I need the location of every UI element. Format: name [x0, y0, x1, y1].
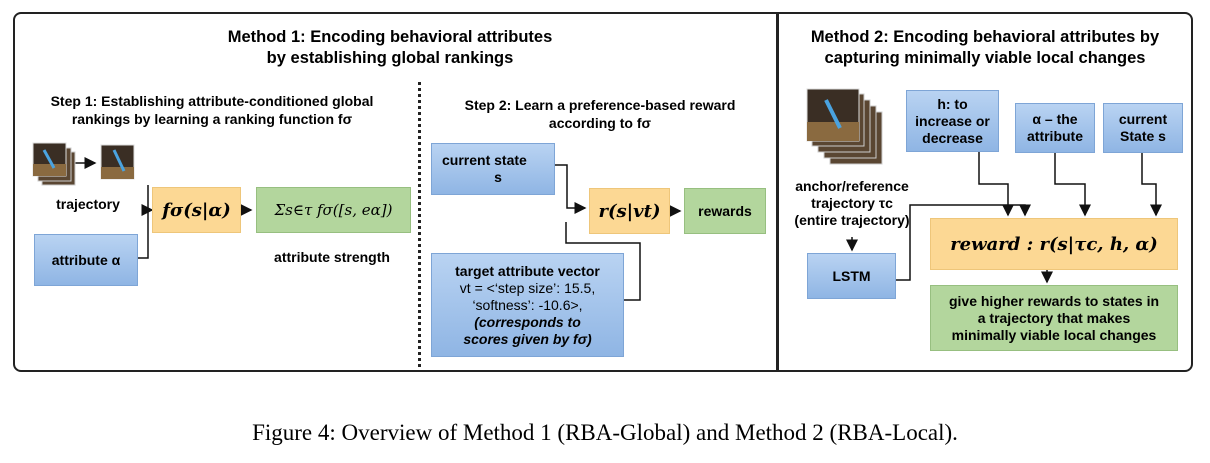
anchor-trajectory-image	[806, 88, 883, 165]
h-direction-box: h: to increase or decrease	[906, 90, 999, 152]
step-divider	[418, 82, 421, 367]
reward-function-box: r(s|vt)	[589, 188, 670, 234]
method-divider	[776, 12, 779, 372]
attribute-strength-label: attribute strength	[274, 249, 390, 265]
trajectory-state-image	[100, 144, 135, 180]
reward-function-box-m2: reward : r(s|τc, h, α)	[930, 218, 1178, 270]
ranking-function-box: fσ(s|α)	[152, 187, 241, 233]
trajectory-label: trajectory	[56, 196, 120, 212]
figure-frame	[13, 12, 1193, 372]
anchor-trajectory-label: anchor/reference trajectory τc (entire t…	[794, 178, 910, 228]
current-state-box: current state s	[431, 143, 555, 195]
figure-caption: Figure 4: Overview of Method 1 (RBA-Glob…	[252, 420, 958, 445]
attribute-alpha-box: α – the attribute	[1015, 103, 1095, 153]
attribute-box: attribute α	[34, 234, 138, 286]
local-changes-reward-box: give higher rewards to states in a traje…	[930, 285, 1178, 351]
trajectory-frames-image	[32, 142, 76, 186]
current-state-box-m2: current State s	[1103, 103, 1183, 153]
attribute-sum-box: Σs∈τ fσ([s, eα])	[256, 187, 411, 233]
method1-title: Method 1: Encoding behavioral attributes…	[227, 28, 553, 67]
target-attribute-box: target attribute vector vt = <‘step size…	[431, 253, 624, 357]
rewards-box: rewards	[684, 188, 766, 234]
lstm-box: LSTM	[807, 253, 896, 299]
step2-title: Step 2: Learn a preference-based reward …	[464, 97, 736, 131]
step1-title: Step 1: Establishing attribute-condition…	[50, 93, 374, 127]
method2-title: Method 2: Encoding behavioral attributes…	[810, 28, 1160, 67]
